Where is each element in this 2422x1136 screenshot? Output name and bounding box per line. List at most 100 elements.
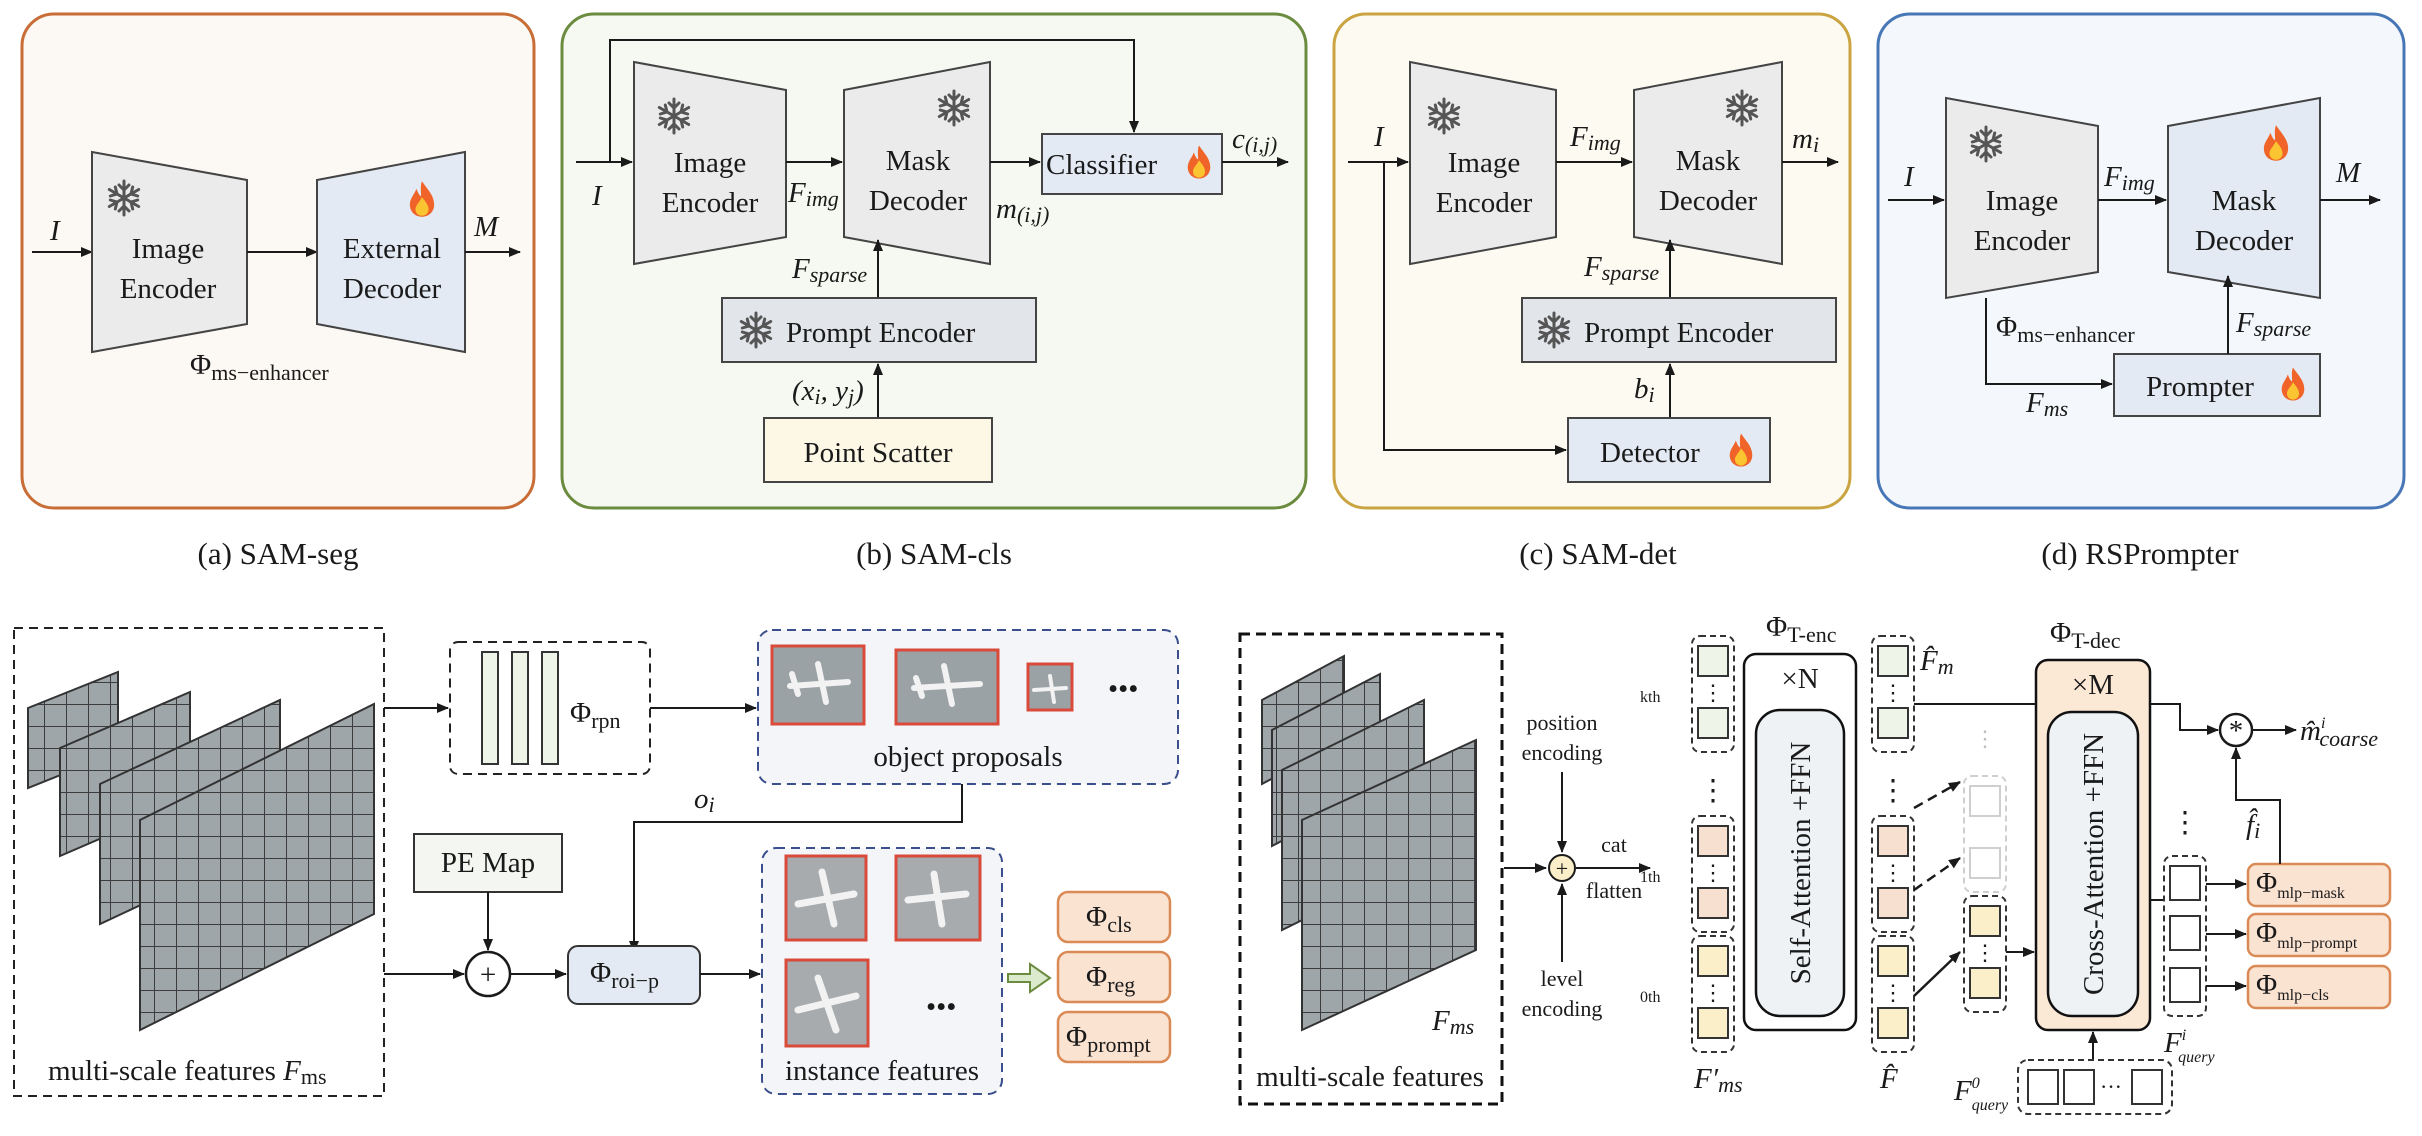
point-scatter-label: Point Scatter [803, 437, 952, 469]
position-encoding-label-2: encoding [1522, 740, 1603, 765]
output-label: M [2335, 157, 2362, 189]
caption-c: (c) SAM-det [1519, 536, 1677, 571]
cross-attention-label: Cross-Attention +FFN [2078, 733, 2110, 995]
image-encoder-block [1409, 60, 1557, 266]
f-hat-label: F̂ [1879, 1062, 1898, 1095]
pe-map-block [413, 833, 563, 893]
svg-text:⋮: ⋮ [1882, 980, 1904, 1005]
svg-text:⋮: ⋮ [2171, 807, 2200, 839]
svg-text:⋮: ⋮ [1974, 940, 1996, 965]
panel-rsprompter: I Image Encoder Fimg Mask Decoder M Φms−… [1876, 12, 2406, 571]
decoder-label-1: Mask [2212, 185, 2277, 217]
prompt-encoder-block [721, 297, 1037, 363]
bottom-left-pipeline: multi-scale features Fms Φrpn ••• object… [13, 627, 1179, 1097]
detector-label: Detector [1600, 437, 1700, 469]
token-group [1871, 815, 1915, 933]
token-group [1691, 635, 1735, 753]
proposals-label: object proposals [873, 741, 1062, 773]
mlp-mask-label: Φmlp−mask [2256, 867, 2345, 902]
decoder-label-2: Decoder [1659, 185, 1758, 217]
input-label: I [1903, 161, 1915, 193]
caption-b: (b) SAM-cls [856, 536, 1012, 571]
cross-attention-block [2046, 710, 2140, 1018]
query-output-group [2163, 855, 2207, 1017]
input-label: I [1373, 121, 1385, 153]
instance-ellipsis: ••• [926, 991, 956, 1023]
flatten-label: flatten [1586, 878, 1642, 903]
svg-text:⋮: ⋮ [1882, 680, 1904, 705]
mlp-cls-block [2246, 964, 2392, 1010]
bottom-right-pipeline: Fms multi-scale features + position enco… [1238, 611, 2392, 1115]
mask-decoder-block [1633, 60, 1783, 266]
features-label: multi-scale features [1256, 1061, 1484, 1093]
token-group [1871, 635, 1915, 753]
prompt-encoder-label: Prompt Encoder [1584, 317, 1774, 349]
svg-text:⋮: ⋮ [1974, 726, 1996, 751]
decoder-label-2: Decoder [343, 273, 442, 305]
encoder-label-2: Encoder [120, 273, 217, 305]
output-label: M [473, 211, 500, 243]
decoder-label-1: Mask [1676, 145, 1741, 177]
mlp-cls-label: Φmlp−cls [2256, 969, 2329, 1004]
encoder-label-2: Encoder [1436, 187, 1533, 219]
decoder-label-2: Decoder [2195, 225, 2294, 257]
f-img-label: Fimg [1569, 121, 1621, 155]
query-group [2017, 1059, 2173, 1115]
prompter-label: Prompter [2146, 371, 2254, 403]
roi-label: Φroi−p [590, 957, 659, 993]
level-label-1: 1th [1640, 869, 1660, 886]
svg-text:⋮: ⋮ [1882, 860, 1904, 885]
token-group [1691, 815, 1735, 933]
input-label: I [49, 215, 61, 247]
encoder-label-2: Encoder [1974, 225, 2071, 257]
rpn-frame [449, 641, 651, 775]
f-ms-label: Fms [1431, 1005, 1474, 1039]
star-icon: * [2229, 715, 2244, 747]
features-frame [1238, 632, 1504, 1106]
panel-sam-cls: I Image Encoder Fimg Mask Decoder m(i,j)… [560, 12, 1308, 571]
prompt-encoder-label: Prompt Encoder [786, 317, 976, 349]
f-ms-label: Fms [2025, 387, 2068, 421]
point-scatter-block [763, 417, 993, 483]
features-frame [13, 627, 385, 1097]
decoder-label-1: Mask [886, 145, 951, 177]
f-img-label: Fimg [787, 177, 839, 211]
caption-d: (d) RSPrompter [2041, 536, 2239, 571]
t-dec-label: ΦT-dec [2050, 617, 2121, 653]
pe-map-label: PE Map [441, 847, 535, 879]
decoder-label-2: Decoder [869, 185, 968, 217]
f-sparse-label: Fsparse [791, 253, 867, 287]
f-img-label: Fimg [2103, 161, 2155, 195]
rpn-label: Φrpn [570, 697, 621, 733]
panel-sam-seg: I Image Encoder External Decoder M Φms−e… [20, 12, 536, 571]
head-cls [1056, 890, 1172, 944]
cat-label: cat [1601, 832, 1627, 857]
encoder-label-1: Image [132, 233, 204, 265]
decoder-label-1: External [343, 233, 441, 265]
position-encoding-label-1: position [1527, 710, 1598, 735]
image-encoder-block [1945, 96, 2099, 300]
svg-text:⋮: ⋮ [1879, 775, 1908, 807]
phi-label: Φms−enhancer [1996, 311, 2135, 347]
phi-label: Φms−enhancer [190, 349, 329, 385]
b-i-label: bi [1634, 373, 1655, 407]
hollow-arrow [1007, 962, 1052, 994]
xy-label: (xi, yj) [792, 375, 864, 409]
plus-icon: + [480, 959, 496, 991]
add-operator [1548, 854, 1576, 882]
o-i-label: oi [694, 783, 715, 817]
encoder-label-1: Image [1986, 185, 2058, 217]
mlp-mask-block [2246, 862, 2392, 908]
instance-thumb [784, 958, 870, 1048]
head-reg [1056, 950, 1172, 1004]
head-cls-label: Φcls [1086, 901, 1132, 937]
times-m-label: ×M [2072, 669, 2114, 701]
encoder-label-2: Encoder [662, 187, 759, 219]
svg-text:⋮: ⋮ [1699, 775, 1728, 807]
encoder-label-1: Image [674, 147, 746, 179]
f-sparse-label: Fsparse [2235, 307, 2311, 341]
